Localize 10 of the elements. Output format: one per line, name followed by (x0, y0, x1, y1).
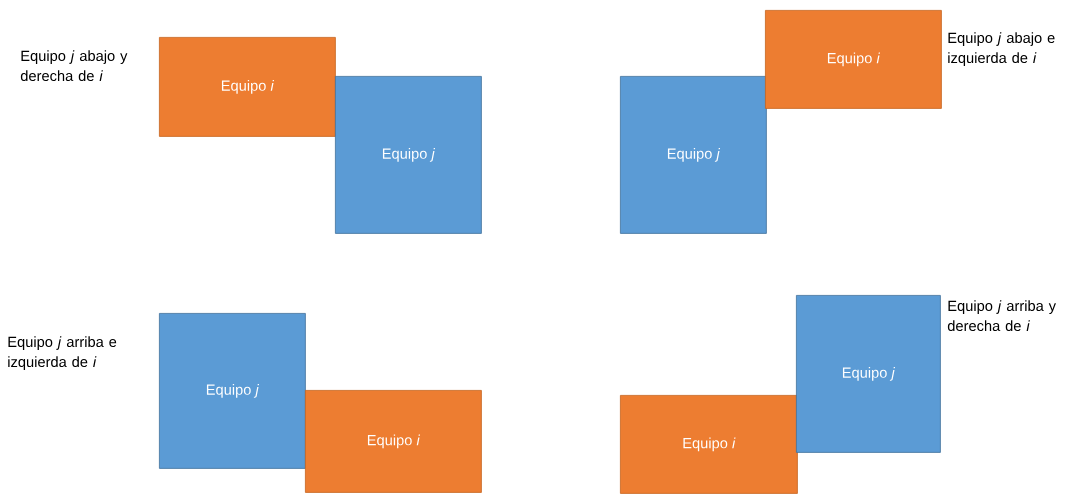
team-box: Equipo j (335, 76, 482, 234)
team-box: Equipo j (796, 295, 941, 453)
position-note: Equipo j arriba e izquierda de i (8, 336, 117, 370)
position-note: Equipo j abajo y derecha de i (20, 50, 128, 82)
team-box: Equipo i (620, 395, 798, 494)
team-box: Equipo i (765, 10, 942, 109)
team-box: Equipo j (620, 76, 767, 234)
team-box: Equipo i (305, 390, 482, 493)
team-box: Equipo i (159, 37, 336, 137)
team-box: Equipo j (159, 313, 306, 469)
